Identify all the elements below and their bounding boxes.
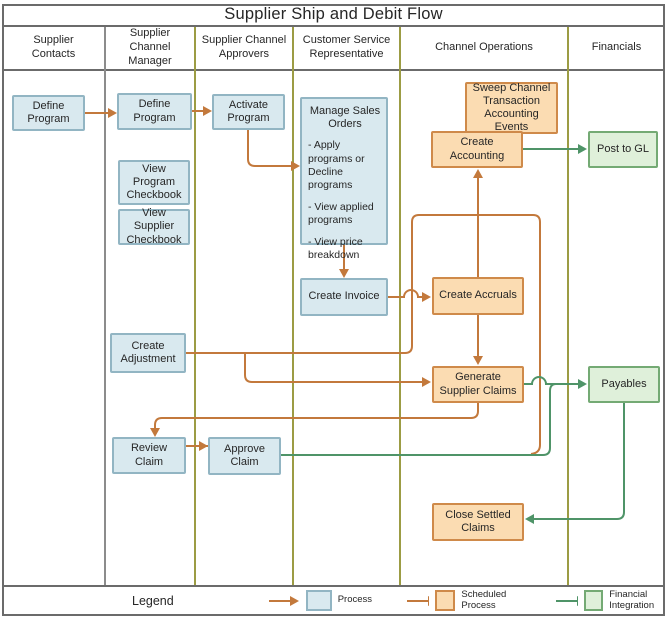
lane-header-row: Supplier Contacts Supplier Channel Manag…	[2, 27, 665, 71]
node-view-supplier-checkbook: View Supplier Checkbook	[118, 207, 190, 246]
orange-arrow-icon	[407, 595, 430, 606]
node-close-settled-claims: Close Settled Claims	[432, 503, 524, 541]
node-post-to-gl: Post to GL	[588, 131, 658, 168]
lane-header-supplier-channel-approvers: Supplier Channel Approvers	[201, 34, 287, 60]
financial-integration-swatch	[583, 590, 604, 611]
lane-divider-1	[104, 27, 106, 585]
manage-sales-orders-bullet: - View price breakdown	[308, 236, 363, 262]
node-payables: Payables	[588, 366, 660, 403]
lane-divider-4	[399, 27, 401, 585]
manage-sales-orders-bullet: - Apply programs or Decline programs	[308, 139, 365, 191]
lane-header-supplier-contacts: Supplier Contacts	[31, 34, 76, 60]
manage-sales-orders-bullet: - View applied programs	[308, 200, 374, 226]
legend-title: Legend	[132, 593, 174, 608]
node-create-adjustment: Create Adjustment	[110, 333, 186, 373]
lane-header-channel-operations: Channel Operations	[435, 41, 533, 54]
node-approve-claim: Approve Claim	[208, 437, 281, 475]
node-create-accruals: Create Accruals	[432, 277, 524, 315]
node-generate-supplier-claims: Generate Supplier Claims	[432, 366, 524, 403]
legend-item-financial-integration: Financial Integration	[555, 589, 670, 612]
node-define-program-manager: Define Program	[117, 93, 192, 130]
node-create-invoice: Create Invoice	[300, 278, 388, 316]
lane-divider-2	[194, 27, 196, 585]
legend-item-process: Process	[268, 590, 372, 611]
lane-header-customer-service-representative: Customer Service Representative	[302, 34, 391, 60]
lane-header-supplier-channel-manager: Supplier Channel Manager	[128, 27, 172, 67]
lane-divider-3	[292, 27, 294, 585]
node-sweep-channel-transaction-accounting-events: Sweep Channel Transaction Accounting Eve…	[465, 82, 558, 134]
legend-item-scheduled-process: Scheduled Process	[406, 589, 521, 612]
process-swatch	[305, 590, 332, 611]
node-activate-program: Activate Program	[212, 94, 285, 130]
orange-arrow-icon	[268, 595, 299, 606]
green-arrow-icon	[555, 595, 578, 606]
scheduled-process-swatch	[435, 590, 456, 611]
node-create-accounting: Create Accounting	[431, 131, 523, 168]
lane-divider-5	[567, 27, 569, 585]
node-review-claim: Review Claim	[112, 437, 186, 474]
node-view-program-checkbook: View Program Checkbook	[118, 160, 190, 205]
diagram-title: Supplier Ship and Debit Flow	[2, 4, 665, 27]
legend: Legend Process Scheduled Process Financi	[2, 585, 665, 616]
lane-header-financials: Financials	[591, 41, 642, 54]
node-manage-sales-orders: Manage Sales Orders - Apply programs or …	[300, 97, 388, 261]
node-define-program-contacts: Define Program	[12, 95, 85, 131]
